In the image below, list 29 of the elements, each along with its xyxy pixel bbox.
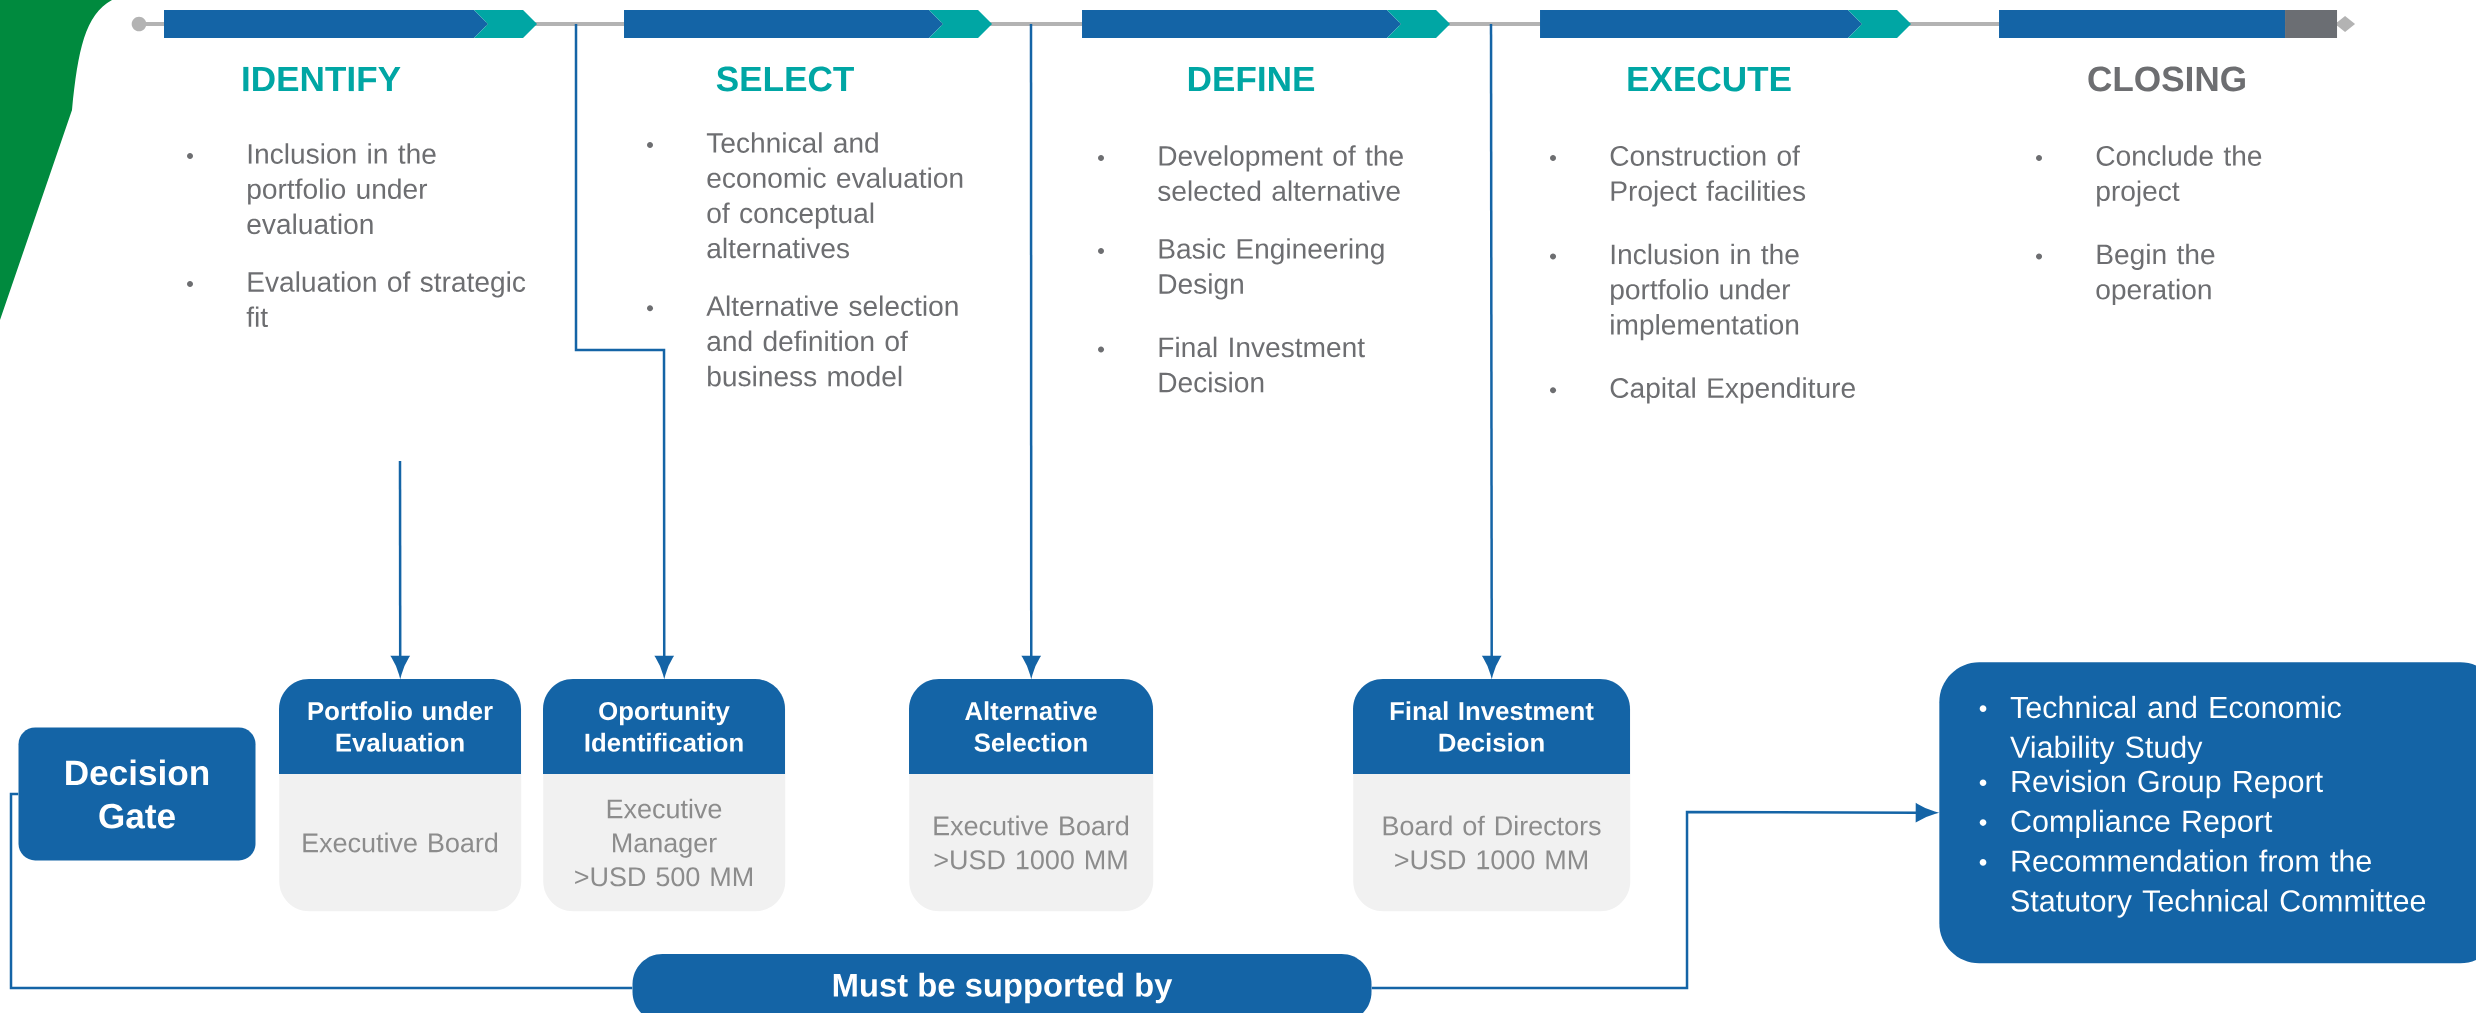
bullet-item: Alternative selection and definition of business model (647, 295, 958, 387)
connector-arrow (574, 24, 674, 676)
phase-heading: DEFINE (1188, 66, 1315, 92)
connector-arrow (391, 461, 410, 676)
connector-arrow (1371, 803, 1936, 990)
bullet-item: Basic Engineering Design (1098, 238, 1384, 300)
phase-heading: CLOSING (2088, 66, 2245, 92)
phase-heading: EXECUTE (1628, 66, 1791, 92)
gate-card: Alternative Selection Executive Board >USD 1000 MM (909, 679, 1154, 912)
phase-heading: SELECT (716, 66, 854, 92)
gate-card: Portfolio under Evaluation Executive Board (279, 679, 522, 912)
bullet-item: Construction of Project facilities (1550, 145, 1806, 207)
phase-heading: IDENTIFY (243, 66, 401, 92)
support-banner: Must be supported by (632, 954, 1372, 1013)
bullet-item: Begin the operation (2036, 243, 2215, 306)
bullet-item: Evaluation of strategic fit (187, 271, 526, 328)
bullet-item: Conclude the project (2036, 145, 2262, 207)
bullet-item: Final Investment Decision (1098, 336, 1365, 393)
requirements-box: Technical and Economic Viability Study Revision Group Report Compliance Report Recommendation from the Statutory Technical Committee (1939, 662, 2476, 964)
connector-arrow (1022, 24, 1041, 676)
bullet-item: Technical and economic evaluation of conceptual alternatives (647, 132, 963, 259)
bullet-item: Inclusion in the portfolio under evaluation (187, 143, 436, 235)
bullet-item: Capital Expenditure (1550, 377, 1855, 404)
gate-card: Oportunity Identification Executive Manager >USD 500 MM (543, 679, 786, 912)
gate-card: Final Investment Decision Board of Directors >USD 1000 MM (1353, 679, 1631, 912)
decision-gate-box: Decision Gate (18, 727, 256, 861)
connector-arrow (1482, 24, 1501, 676)
bullet-item: Development of the selected alternative (1098, 145, 1403, 202)
bullet-item: Inclusion in the portfolio under implementation (1550, 243, 1799, 341)
